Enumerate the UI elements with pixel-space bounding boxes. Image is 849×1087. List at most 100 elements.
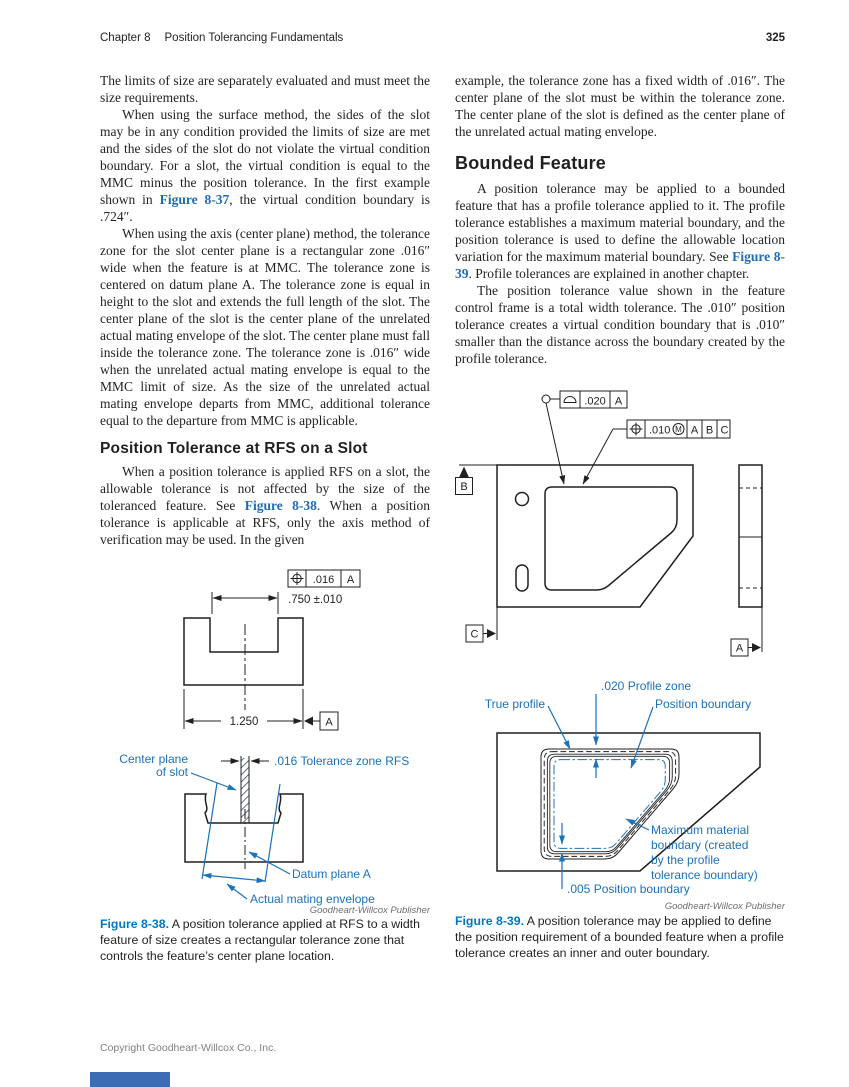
tolerance-zone-label: .016 Tolerance zone RFS (274, 754, 409, 768)
figure-8-38: .016 A .750 ±.010 1.250 (100, 562, 430, 964)
figure-8-38-drawing: .016 A .750 ±.010 1.250 (119, 569, 430, 914)
paragraph-text: A position tolerance may be applied to a… (455, 181, 785, 264)
paragraph-text: When using the surface method, the sides… (100, 107, 430, 207)
chapter-number: Chapter 8 (100, 32, 151, 44)
paragraph: When a position tolerance is applied RFS… (100, 463, 430, 548)
part-outline-detail (496, 732, 761, 872)
slot-dimension-view: .016 A .750 ±.010 1.250 (183, 569, 361, 731)
left-column: The limits of size are separately evalua… (100, 72, 430, 964)
outer-profile-boundary (540, 748, 680, 860)
bounded-feature-part-view: .020 A (455, 390, 763, 657)
part-front-view-outline (496, 464, 694, 608)
paragraph: A position tolerance may be applied to a… (455, 180, 785, 282)
mating-envelope-line (201, 782, 218, 880)
position-symbol-icon (629, 422, 643, 436)
publisher-credit: Goodheart-Willcox Publisher (665, 901, 785, 911)
tolerance-zone-hatch (241, 758, 249, 822)
datum-feature-symbol-a: A (304, 711, 339, 731)
datum-feature-symbol-b: B (455, 464, 497, 495)
leader-circle (541, 394, 551, 404)
position-boundary-bottom-label: .005 Position boundary (567, 882, 690, 896)
figure-8-39-drawing: .020 A (455, 390, 785, 911)
chapter-header: Chapter 8 Position Tolerancing Fundamenta… (100, 32, 343, 44)
datum-feature-symbol-a: A (730, 607, 763, 657)
part-width-dimension: 1.250 (230, 716, 259, 728)
datum-letter: C (471, 629, 479, 641)
datum-letter: A (736, 643, 744, 655)
bounded-feature-outline (544, 486, 678, 591)
boundary-detail-view: .020 Profile zone True profile Position … (485, 679, 761, 896)
profile-tolerance-value: .020 (584, 395, 605, 407)
figure-caption-label: Figure 8-39. (455, 914, 525, 928)
page-edge-tab (90, 1072, 170, 1087)
paragraph-text: . Profile tolerances are explained in an… (468, 266, 750, 281)
figure-reference: Figure 8-38 (244, 498, 317, 513)
position-boundary-label: Position boundary (655, 697, 751, 711)
slot-part-outline (183, 617, 304, 686)
profile-of-surface-symbol-icon (563, 396, 577, 403)
paragraph-text: , the virtual condition boundary is .724… (100, 192, 430, 224)
figure-8-38-caption: Figure 8-38. A position tolerance applie… (100, 916, 430, 964)
figure-caption-text: A position tolerance applied at RFS to a… (100, 917, 420, 963)
page-number: 325 (765, 32, 785, 44)
true-profile-label: True profile (485, 697, 546, 711)
slot-width-dimension: .750 ±.010 (288, 594, 342, 606)
profile-datum-ref: A (615, 395, 623, 407)
svg-text:by the profile: by the profile (651, 853, 720, 867)
datum-letter: A (325, 717, 333, 729)
chapter-title: Position Tolerancing Fundamentals (164, 32, 344, 44)
right-column: example, the tolerance zone has a fixed … (455, 72, 785, 964)
figure-caption-text: A position tolerance may be applied to d… (455, 914, 784, 960)
svg-text:Maximum material: Maximum material (651, 823, 749, 837)
section-subheading: Position Tolerance at RFS on a Slot (100, 440, 368, 457)
maximum-material-boundary-label: Maximum material boundary (created by th… (651, 823, 758, 882)
paragraph-text: . When a position tolerance is applicabl… (100, 498, 430, 547)
boundary-contours (540, 748, 680, 860)
datum-letter: B (460, 481, 467, 493)
datum-plane-label: Datum plane A (292, 867, 371, 881)
paragraph: example, the tolerance zone has a fixed … (455, 73, 785, 139)
paragraph: When using the surface method, the sides… (100, 106, 430, 225)
fcf-datum-a: A (691, 424, 699, 436)
mating-envelope-line (264, 783, 281, 883)
mating-envelope-label: Actual mating envelope (250, 892, 375, 906)
position-tolerance-value: .010 (649, 424, 670, 436)
datum-feature-symbol-c: C (465, 607, 498, 643)
paragraph-text: When a position tolerance is applied RFS… (100, 464, 430, 513)
mmc-modifier-icon: M (672, 423, 685, 435)
center-plane-label-2: of slot (156, 765, 189, 779)
slot-hole (515, 564, 529, 592)
svg-text:M: M (675, 425, 682, 434)
svg-text:boundary (created: boundary (created (651, 838, 748, 852)
svg-text:tolerance boundary): tolerance boundary) (651, 868, 758, 882)
two-column-layout: The limits of size are separately evalua… (100, 72, 785, 964)
profile-feature-control-frame: .020 A (541, 390, 628, 485)
paragraph: When using the axis (center plane) metho… (100, 226, 431, 428)
actual-part-outline (184, 793, 304, 863)
tolerance-zone-view: Center plane of slot .016 Tolerance zone… (119, 752, 409, 906)
figure-reference: Figure 8-39 (455, 249, 785, 281)
figure-8-39: .020 A (455, 389, 785, 961)
round-hole (514, 491, 530, 507)
fcf-datum-ref: A (347, 574, 355, 586)
position-feature-control-frame: .016 A (287, 569, 361, 588)
publisher-credit: Goodheart-Willcox Publisher (310, 905, 430, 914)
part-side-view (738, 464, 763, 608)
fcf-datum-b: B (706, 424, 713, 436)
center-plane-label: Center plane (119, 752, 188, 766)
paragraph: The limits of size are separately evalua… (100, 72, 430, 106)
position-boundary-line (553, 759, 666, 849)
running-head: Chapter 8 Position Tolerancing Fundamenta… (100, 32, 785, 44)
figure-caption-label: Figure 8-38. (100, 917, 170, 931)
paragraph: The position tolerance value shown in th… (455, 283, 785, 366)
section-heading: Bounded Feature (455, 153, 607, 173)
inner-profile-boundary (546, 753, 673, 855)
paragraph-text: The limits of size are separately evalua… (100, 73, 430, 105)
position-feature-control-frame: .010 M A B C (582, 419, 731, 485)
copyright-footer: Copyright Goodheart-Willcox Co., Inc. (100, 1042, 277, 1054)
figure-8-39-caption: Figure 8-39. A position tolerance may be… (455, 913, 785, 961)
position-symbol-icon (290, 572, 304, 585)
fcf-datum-c: C (721, 424, 729, 436)
fcf-tolerance-value: .016 (313, 574, 334, 586)
